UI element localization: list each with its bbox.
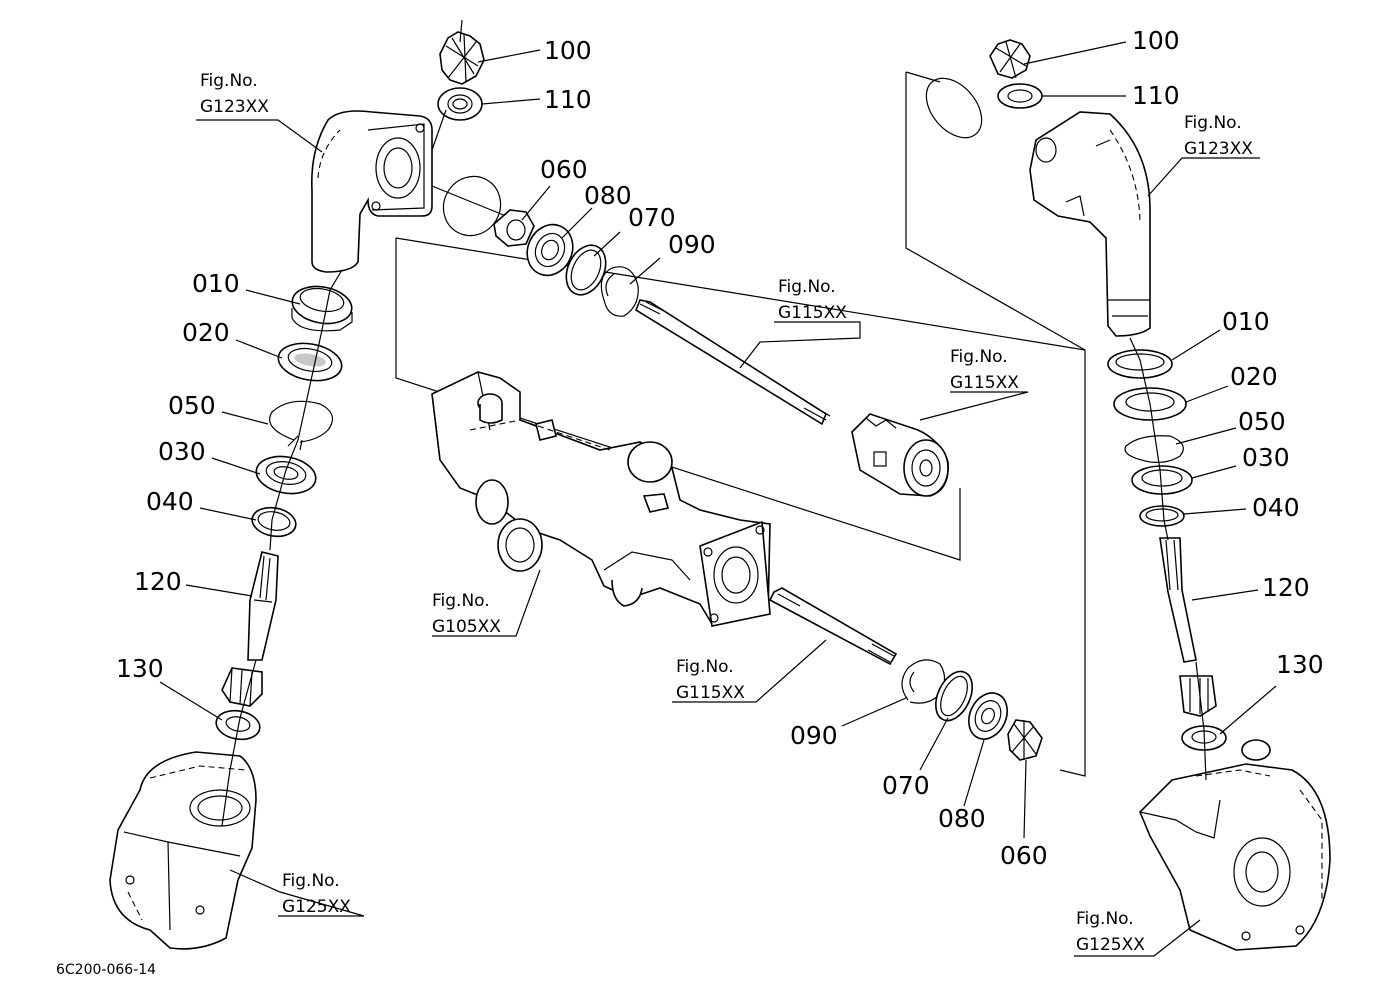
left-upper-gear-case xyxy=(311,110,433,273)
figref-right-g123-line1: Fig.No. xyxy=(1184,113,1242,133)
left-bearing-130 xyxy=(215,709,261,741)
callout-lower-060: 060 xyxy=(1000,841,1048,870)
lower-pinion-060 xyxy=(1007,719,1043,761)
figref-upper-g115-diff-line2: G115XX xyxy=(950,373,1019,393)
callout-lower-080: 080 xyxy=(938,804,986,833)
callout-left-020: 020 xyxy=(182,318,230,347)
callout-right-050: 050 xyxy=(1238,407,1286,436)
callout-lower-090: 090 xyxy=(790,721,838,750)
callout-left-100: 100 xyxy=(544,36,592,65)
right-bearing-110 xyxy=(997,83,1043,109)
left-seal-020 xyxy=(277,342,343,382)
right-lower-gear-case xyxy=(1139,739,1331,951)
callout-lower-070: 070 xyxy=(882,771,930,800)
right-assembly xyxy=(925,39,1331,951)
callout-right-130: 130 xyxy=(1276,650,1324,679)
reference-frames xyxy=(395,71,1086,777)
callout-right-110: 110 xyxy=(1132,81,1180,110)
upper-bearing-080 xyxy=(526,223,574,277)
figref-g105-line1: Fig.No. xyxy=(432,591,490,611)
figref-lower-g115-line1: Fig.No. xyxy=(676,657,734,677)
callout-left-130: 130 xyxy=(116,654,164,683)
figref-left-g123-line1: Fig.No. xyxy=(200,71,258,91)
right-o-ring xyxy=(925,77,983,139)
callout-left-120: 120 xyxy=(134,567,182,596)
figref-upper-g115-diff-line1: Fig.No. xyxy=(950,347,1008,367)
left-bearing-030 xyxy=(255,455,317,495)
lower-ring-070 xyxy=(935,670,973,722)
callout-right-010: 010 xyxy=(1222,307,1270,336)
left-shaft-120 xyxy=(221,551,279,707)
callout-left-030: 030 xyxy=(158,437,206,466)
right-seal-010 xyxy=(1107,349,1173,379)
left-ring-040 xyxy=(251,506,297,538)
left-snap-ring-050 xyxy=(269,400,334,451)
left-bevel-gear-100 xyxy=(439,19,485,85)
differential-assembly xyxy=(851,413,949,497)
lower-drive-shaft-assembly xyxy=(768,587,1043,761)
figref-upper-g115-shaft-line1: Fig.No. xyxy=(778,277,836,297)
callout-left-050: 050 xyxy=(168,391,216,420)
left-lower-gear-case xyxy=(109,751,257,950)
figref-left-g123-line2: G123XX xyxy=(200,97,269,117)
right-shaft-120 xyxy=(1159,537,1217,717)
callout-left-040: 040 xyxy=(146,487,194,516)
callout-left-110: 110 xyxy=(544,85,592,114)
figref-g105-line2: G105XX xyxy=(432,617,501,637)
figref-lower-g115-line2: G115XX xyxy=(676,683,745,703)
upper-drive-shaft-assembly xyxy=(431,109,949,497)
right-snap-ring-050 xyxy=(1124,435,1184,463)
callout-left-090: 090 xyxy=(668,230,716,259)
callout-right-040: 040 xyxy=(1252,493,1300,522)
upper-snap-ring-090 xyxy=(600,266,639,317)
right-upper-gear-case xyxy=(1029,111,1151,337)
figref-left-g125-line2: G125XX xyxy=(282,897,351,917)
figref-right-g125-line2: G125XX xyxy=(1076,935,1145,955)
upper-axle-shaft xyxy=(635,299,831,426)
drawing-code: 6C200-066-14 xyxy=(56,962,156,978)
leader-lines xyxy=(159,41,1277,957)
lower-snap-ring-090 xyxy=(901,659,946,704)
figref-right-g123-line2: G123XX xyxy=(1184,139,1253,159)
left-seal-010 xyxy=(291,285,353,332)
callout-left-010: 010 xyxy=(192,269,240,298)
figref-upper-g115-shaft-line2: G115XX xyxy=(778,303,847,323)
callout-left-060: 060 xyxy=(540,155,588,184)
axle-housing xyxy=(431,371,771,627)
callout-right-030: 030 xyxy=(1242,443,1290,472)
figref-left-g125-line1: Fig.No. xyxy=(282,871,340,891)
callout-left-080: 080 xyxy=(584,181,632,210)
right-bevel-gear-100 xyxy=(989,39,1031,79)
upper-pinion-060 xyxy=(493,209,535,247)
callout-right-100: 100 xyxy=(1132,26,1180,55)
figure-references: Fig.No. G123XX Fig.No. G123XX Fig.No. G1… xyxy=(200,71,1253,955)
callout-right-120: 120 xyxy=(1262,573,1310,602)
figref-right-g125-line1: Fig.No. xyxy=(1076,909,1134,929)
lower-bearing-080 xyxy=(967,692,1009,740)
callout-right-020: 020 xyxy=(1230,362,1278,391)
left-assembly xyxy=(109,19,502,950)
callout-left-070: 070 xyxy=(628,203,676,232)
callout-labels: 100 110 060 080 070 090 010 020 050 030 … xyxy=(116,26,1324,870)
